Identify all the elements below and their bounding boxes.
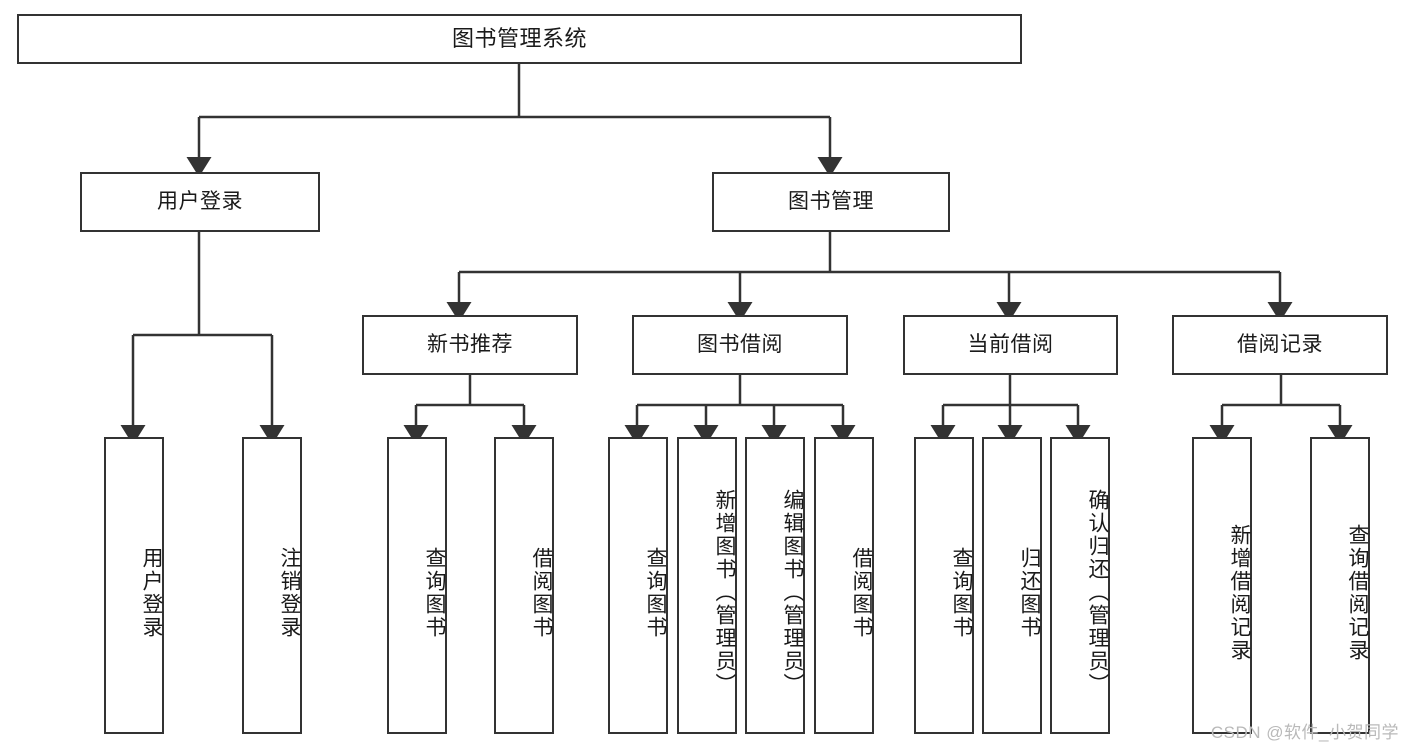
node-label: 注销登录: [278, 546, 301, 639]
leaf-borrow-record-query-record[interactable]: 查询借阅记录: [1310, 437, 1370, 734]
leaf-user-login-login[interactable]: 用户登录: [104, 437, 164, 734]
node-label: 当前借阅: [967, 332, 1054, 356]
node-root-book-management-system[interactable]: 图书管理系统: [17, 14, 1022, 64]
node-label: 新增借阅记录: [1228, 523, 1251, 662]
node-label: 图书管理: [788, 189, 874, 213]
node-new-book-recommend[interactable]: 新书推荐: [362, 315, 578, 375]
node-current-borrow[interactable]: 当前借阅: [903, 315, 1118, 375]
leaf-new-book-query-book[interactable]: 查询图书: [387, 437, 447, 734]
leaf-book-borrow-borrow-book[interactable]: 借阅图书: [814, 437, 874, 734]
node-user-login[interactable]: 用户登录: [80, 172, 320, 232]
node-label: 查询图书: [644, 546, 667, 639]
node-label: 图书借阅: [697, 332, 783, 356]
leaf-current-borrow-return-book[interactable]: 归还图书: [982, 437, 1042, 734]
node-label: 查询图书: [423, 546, 446, 639]
node-label: 确认归还（管理员）: [1086, 489, 1109, 696]
node-label: 新增图书（管理员）: [713, 489, 736, 696]
node-book-borrow[interactable]: 图书借阅: [632, 315, 848, 375]
watermark: CSDN @软件_小贺同学: [1210, 723, 1399, 742]
leaf-book-borrow-add-book-admin[interactable]: 新增图书（管理员）: [677, 437, 737, 734]
node-label: 借阅图书: [850, 546, 873, 639]
node-book-management[interactable]: 图书管理: [712, 172, 950, 232]
node-borrow-record[interactable]: 借阅记录: [1172, 315, 1388, 375]
node-label: 借阅图书: [530, 546, 553, 639]
leaf-book-borrow-query-book[interactable]: 查询图书: [608, 437, 668, 734]
node-label: 查询借阅记录: [1346, 523, 1369, 662]
node-label: 用户登录: [140, 546, 163, 639]
leaf-current-borrow-query-book[interactable]: 查询图书: [914, 437, 974, 734]
node-label: 借阅记录: [1237, 332, 1323, 356]
node-label: 新书推荐: [427, 332, 513, 356]
leaf-borrow-record-add-record[interactable]: 新增借阅记录: [1192, 437, 1252, 734]
leaf-current-borrow-confirm-return-admin[interactable]: 确认归还（管理员）: [1050, 437, 1110, 734]
leaf-new-book-borrow-book[interactable]: 借阅图书: [494, 437, 554, 734]
node-label: 查询图书: [950, 546, 973, 639]
leaf-user-login-logout[interactable]: 注销登录: [242, 437, 302, 734]
node-label: 编辑图书（管理员）: [781, 489, 804, 696]
node-label: 图书管理系统: [451, 26, 587, 52]
leaf-book-borrow-edit-book-admin[interactable]: 编辑图书（管理员）: [745, 437, 805, 734]
node-label: 用户登录: [157, 189, 243, 213]
node-label: 归还图书: [1018, 546, 1041, 639]
